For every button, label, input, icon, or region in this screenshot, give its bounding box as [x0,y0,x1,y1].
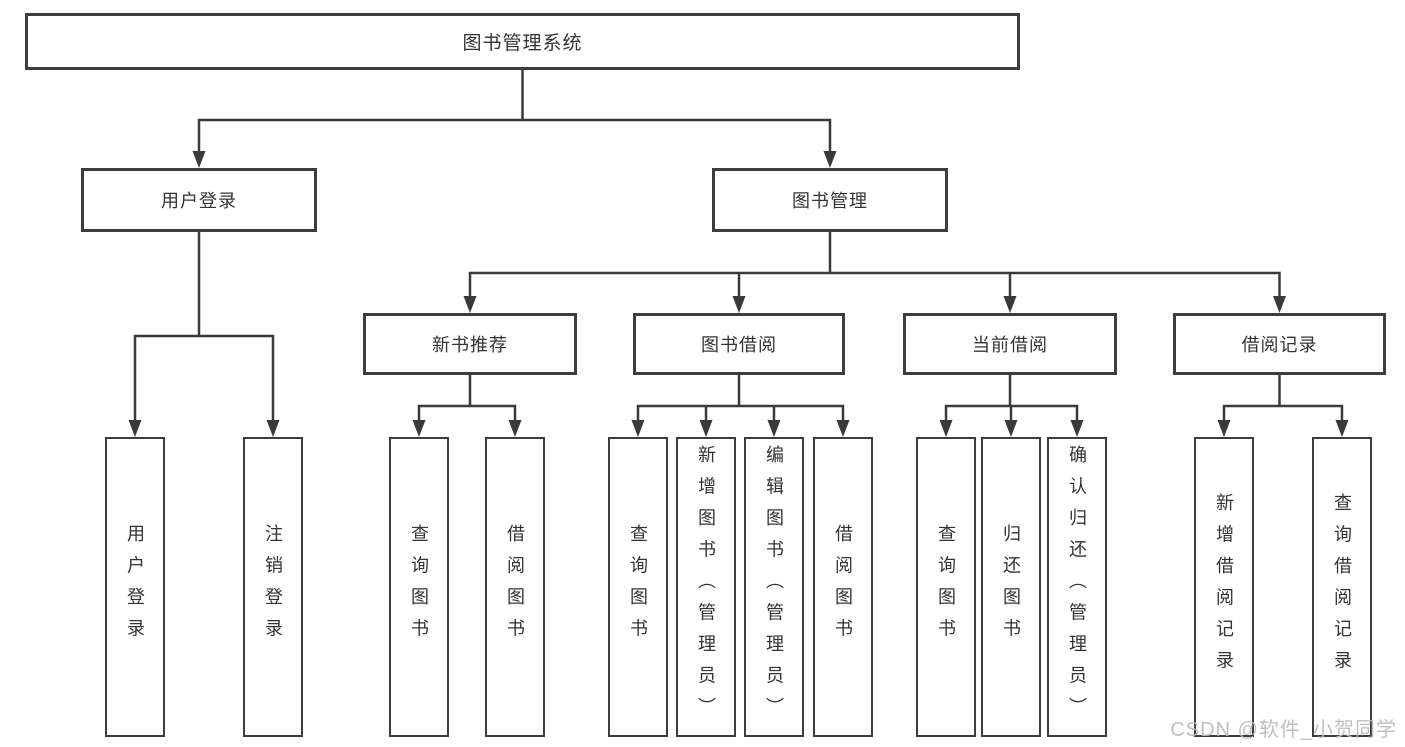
leaf-node-label: 确认归还（管理员） [1067,445,1087,729]
branch-node-book-borrowing: 图书借阅 [633,313,845,375]
leaf-node-add-books-admin: 新增图书（管理员） [676,437,736,737]
leaf-node-label: 查询借阅记录 [1332,492,1352,682]
leaf-node-edit-books-admin: 编辑图书（管理员） [744,437,804,737]
leaf-node-label: 新增借阅记录 [1214,492,1234,682]
branch-node-borrowing-records: 借阅记录 [1173,313,1386,375]
root-node-library-management-system: 图书管理系统 [25,13,1020,70]
branch-node-new-book-recommendation: 新书推荐 [363,313,577,375]
leaf-node-query-books: 查询图书 [389,437,449,737]
leaf-node-label: 注销登录 [263,524,283,650]
branch-node-label: 借阅记录 [1241,335,1318,355]
branch-node-label: 图书管理 [792,191,868,211]
branch-node-current-borrowing: 当前借阅 [903,313,1117,375]
leaf-node-label: 借阅图书 [833,524,853,650]
branch-node-user-login: 用户登录 [81,168,317,232]
leaf-node-return-books: 归还图书 [981,437,1041,737]
leaf-node-label: 借阅图书 [505,524,525,650]
leaf-node-label: 查询图书 [409,524,429,650]
csdn-watermark: CSDN @软件_小贺同学 [1170,719,1397,741]
leaf-node-query-borrow-record: 查询借阅记录 [1312,437,1372,737]
branch-node-label: 用户登录 [161,191,237,211]
leaf-node-label: 查询图书 [628,524,648,650]
branch-node-book-management: 图书管理 [712,168,948,232]
leaf-node-label: 编辑图书（管理员） [764,445,784,729]
leaf-node-user-login: 用户登录 [105,437,165,737]
leaf-node-borrow-books: 借阅图书 [813,437,873,737]
leaf-node-label: 用户登录 [125,524,145,650]
leaf-node-label: 新增图书（管理员） [696,445,716,729]
branch-node-label: 图书借阅 [701,335,777,355]
leaf-node-label: 归还图书 [1001,524,1021,650]
leaf-node-borrow-books: 借阅图书 [485,437,545,737]
branch-node-label: 新书推荐 [432,335,508,355]
leaf-node-query-books: 查询图书 [916,437,976,737]
leaf-node-add-borrow-record: 新增借阅记录 [1194,437,1254,737]
leaf-node-label: 查询图书 [936,524,956,650]
leaf-node-query-books: 查询图书 [608,437,668,737]
leaf-node-logout: 注销登录 [243,437,303,737]
root-node-label: 图书管理系统 [462,33,583,54]
branch-node-label: 当前借阅 [972,335,1048,355]
leaf-node-confirm-return-admin: 确认归还（管理员） [1047,437,1107,737]
